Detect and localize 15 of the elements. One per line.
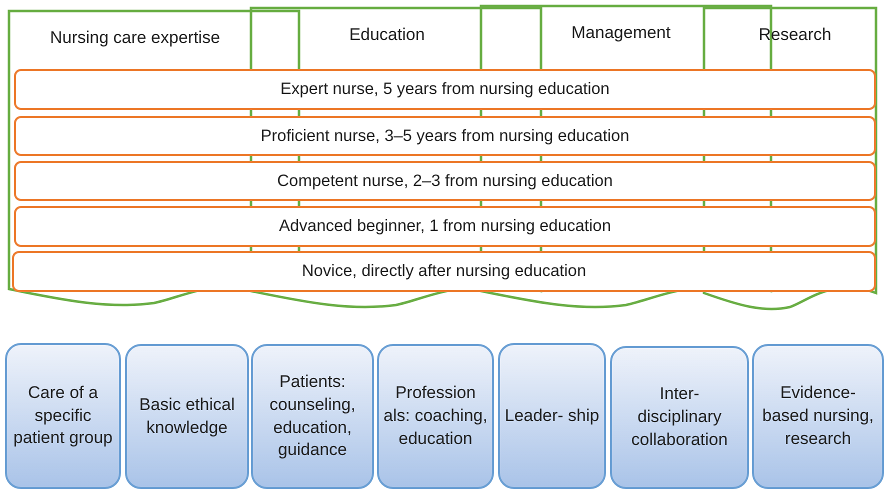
level-band: Expert nurse, 5 years from nursing education [14, 69, 876, 110]
level-band: Competent nurse, 2–3 from nursing education [14, 161, 876, 201]
competency-box: Profession als: coaching, education [377, 344, 494, 489]
competency-box: Basic ethical knowledge [125, 344, 249, 489]
competency-box: Inter- disciplinary collaboration [610, 346, 749, 489]
category-label: Management [571, 23, 671, 43]
level-band: Advanced beginner, 1 from nursing education [14, 206, 876, 247]
competency-box: Evidence- based nursing, research [752, 344, 884, 489]
category-label: Education [349, 25, 425, 45]
category-label: Nursing care expertise [50, 28, 220, 48]
competency-box: Patients: counseling, education, guidance [251, 344, 374, 489]
level-band: Proficient nurse, 3–5 years from nursing education [14, 116, 876, 156]
level-band: Novice, directly after nursing education [12, 251, 876, 292]
competency-box: Leader- ship [498, 343, 606, 489]
competency-box: Care of a specific patient group [5, 343, 121, 489]
